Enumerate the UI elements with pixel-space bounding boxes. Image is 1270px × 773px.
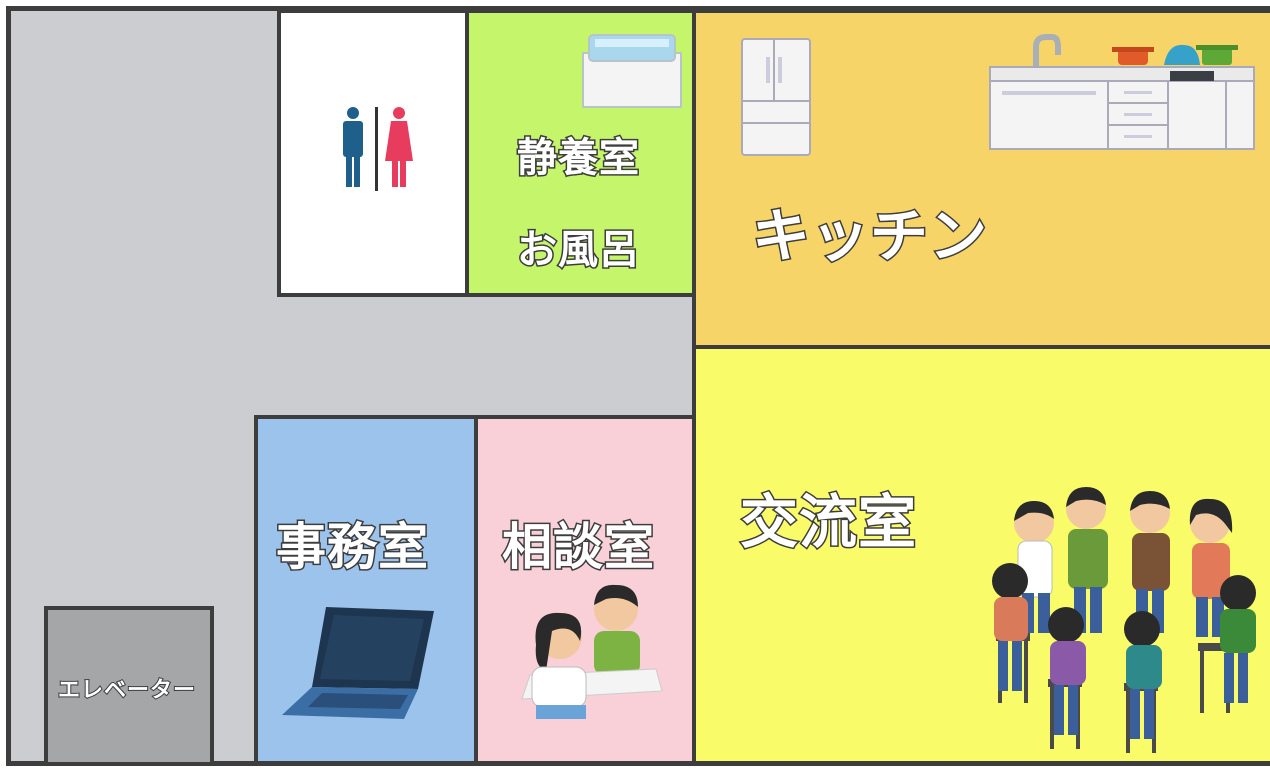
consultation-room[interactable]: 相談室 <box>474 415 696 765</box>
bath-label: お風呂 <box>516 226 641 275</box>
restroom-sign-icon <box>343 107 413 191</box>
office-label: 事務室 <box>275 517 430 578</box>
consultation-people-icon <box>521 584 663 719</box>
quiet-room[interactable]: 静養室 お風呂 <box>465 9 696 297</box>
elevator-label: エレベーター <box>57 677 197 704</box>
lounge-label: 交流室 <box>738 487 918 558</box>
group-meeting-icon <box>992 487 1256 753</box>
consultation-label: 相談室 <box>501 517 656 578</box>
kitchen-label: キッチン <box>750 201 989 272</box>
laptop-icon <box>282 607 434 719</box>
office[interactable]: 事務室 <box>254 415 478 765</box>
kitchen-counter-icon <box>989 34 1255 150</box>
bathtub-icon <box>582 34 682 108</box>
restroom[interactable] <box>277 9 469 297</box>
lounge[interactable]: 交流室 <box>692 345 1270 765</box>
floor-plan: 静養室 お風呂 <box>6 6 1270 766</box>
quiet-room-label: 静養室 <box>516 134 641 183</box>
kitchen[interactable]: キッチン <box>692 9 1270 349</box>
refrigerator-icon <box>741 38 811 156</box>
elevator[interactable]: エレベーター <box>44 606 214 766</box>
